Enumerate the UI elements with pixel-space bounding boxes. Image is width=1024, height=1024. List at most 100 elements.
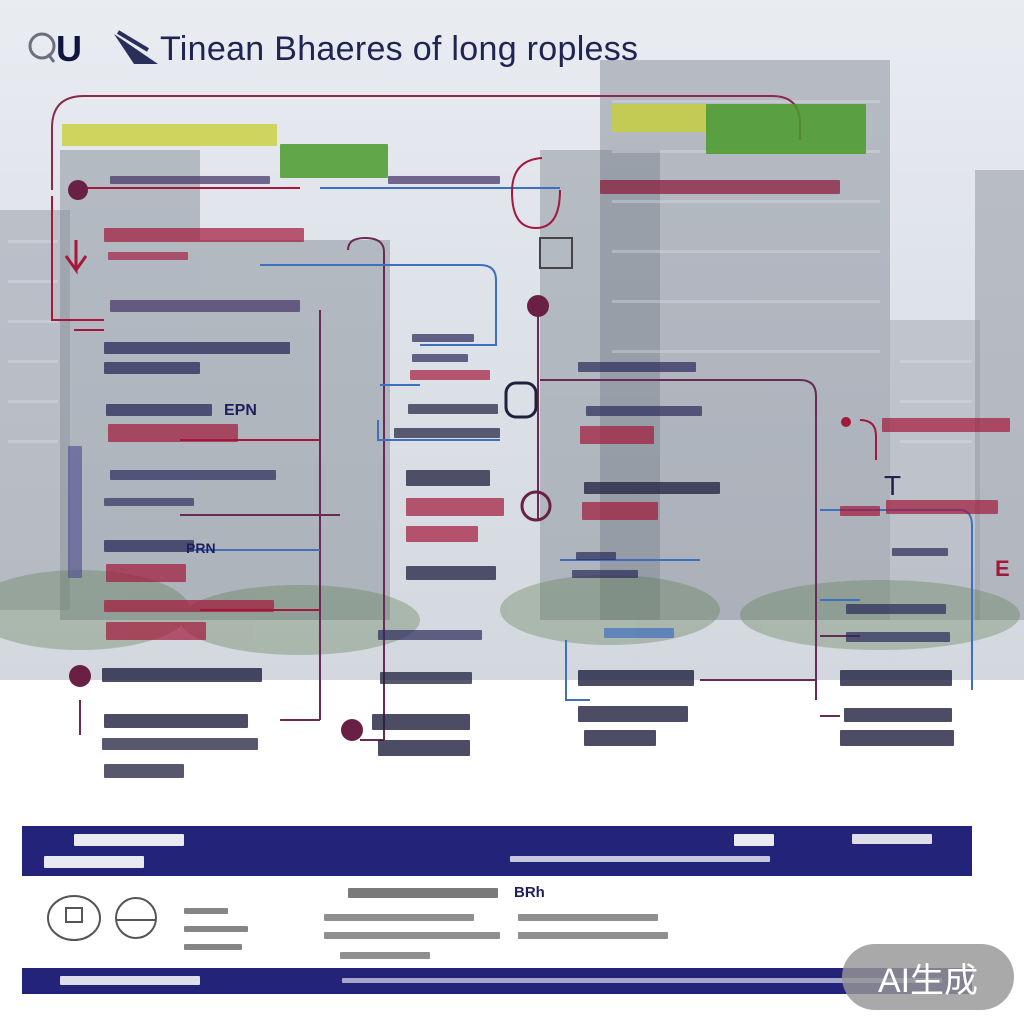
logo-icon [28,32,56,63]
illegible-label [102,668,262,682]
node-marker [504,381,538,419]
illegible-label [584,730,656,746]
illegible-heading [62,124,277,146]
node-marker [69,665,91,687]
illegible-label [104,764,184,778]
illegible-label [406,566,496,580]
illegible-label [104,342,290,354]
illegible-label [104,600,274,612]
illegible-label [846,632,950,642]
illegible-label [840,730,954,746]
small-chart-icon [539,237,573,269]
brh-label: BRh [514,884,545,901]
illegible-label [886,500,998,514]
illegible-label [734,834,774,846]
illegible-label [406,526,478,542]
illegible-heading [612,104,708,132]
illegible-label [104,228,304,242]
illegible-label [378,740,470,756]
illegible-label [412,334,474,342]
illegible-label [106,404,212,416]
illegible-label [882,418,1010,432]
illegible-label [578,362,696,372]
illegible-label [108,252,188,260]
illegible-label [44,856,144,868]
illegible-label [110,300,300,312]
ai-generated-watermark: AI生成 [842,944,1014,1010]
node-markers [64,180,851,741]
illegible-label [60,976,200,985]
illegible-label [584,482,720,494]
illegible-label [582,502,658,520]
node-marker [520,490,552,522]
wing-logo-icon [114,30,158,64]
illegible-label [840,670,952,686]
arrow-icon [64,240,88,275]
tick-marks [74,319,104,331]
illegible-label [406,470,490,486]
illegible-label [412,354,468,362]
header-logo-text: U [56,28,82,69]
illegible-label [324,914,474,921]
illegible-label [348,888,498,898]
illegible-label [104,540,194,552]
e-badge-label: E [995,556,1010,581]
illegible-label [372,714,470,730]
illegible-heading [706,104,866,154]
illegible-label [572,570,638,578]
node-marker [341,719,363,741]
illegible-label [892,548,948,556]
prn-label: PRN [186,540,216,556]
illegible-label [104,362,200,374]
t-mark-label: T [884,470,902,501]
illegible-heading [280,144,388,178]
illegible-label [184,908,228,914]
illegible-label [578,706,688,722]
node-marker [68,180,88,200]
node-marker [527,295,549,317]
illegible-label [406,498,504,516]
illegible-label [184,926,248,932]
illegible-label [110,470,276,480]
illegible-label [852,834,932,844]
illegible-label [184,944,242,950]
illegible-label [580,426,654,444]
illegible-label [68,446,82,578]
illegible-label [586,406,702,416]
illegible-label [74,834,184,846]
illegible-label [110,176,270,184]
illegible-label [340,952,430,959]
illegible-label [324,932,500,939]
illegible-label [576,552,616,560]
illegible-label [840,506,880,516]
illegible-label [388,176,500,184]
illegible-label [844,708,952,722]
illegible-label [846,604,946,614]
illegible-label [600,180,840,194]
illegible-label [510,856,770,862]
illegible-label [394,428,500,438]
illegible-label [578,670,694,686]
illegible-label [380,672,472,684]
illegible-label [518,932,668,939]
footer-header-band [22,826,972,876]
epn-label: EPN [224,402,257,419]
illegible-label [104,714,248,728]
illegible-label [410,370,490,380]
illegible-label [378,630,482,640]
footer-product-icons [47,895,157,941]
illegible-label [604,628,674,638]
illegible-label [106,564,186,582]
illegible-label [108,424,238,442]
illegible-label [342,978,942,983]
footer-bottom-band [22,968,972,994]
illegible-label [408,404,498,414]
node-dot [841,417,851,427]
illegible-label [104,498,194,506]
illegible-label [102,738,258,750]
header-title: Tinean Bhaeres of long ropless [160,30,639,68]
illegible-label [106,622,206,640]
illegible-label [518,914,658,921]
